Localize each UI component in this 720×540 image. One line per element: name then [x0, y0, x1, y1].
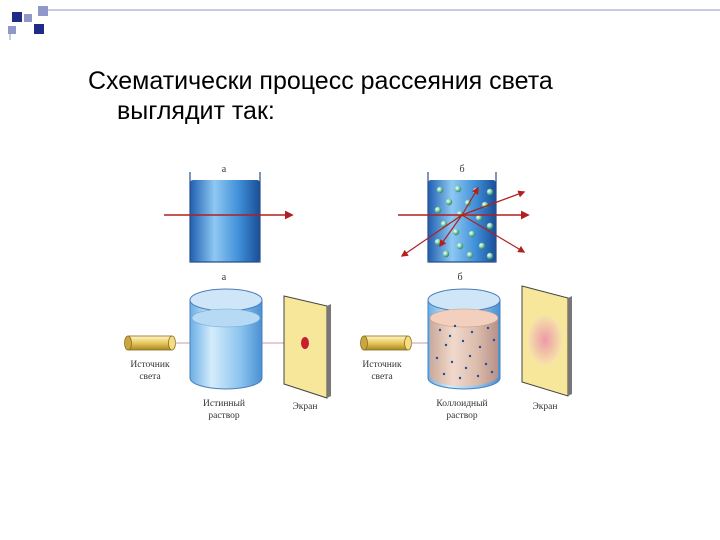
label-b-top: б — [459, 164, 464, 175]
setup-colloid-solution: б Источник света Коллоидный раствор Экра… — [360, 272, 572, 421]
source-caption-line1: Источник — [362, 360, 402, 370]
label-a-top: а — [222, 164, 227, 175]
light-source-tube — [127, 335, 173, 351]
liquid-surface — [191, 308, 261, 328]
corner-square-light — [38, 6, 48, 16]
screen-spot — [301, 337, 309, 349]
screen-edge — [568, 296, 572, 396]
left-screen-caption: Экран — [293, 402, 318, 412]
colloid-solution-caption-line1: Коллоидный — [436, 398, 487, 409]
beaker-liquid — [190, 180, 260, 262]
corner-square-dark — [12, 12, 22, 22]
corner-square-light — [8, 26, 16, 34]
corner-square-dark — [34, 24, 44, 34]
label-a-bottom: а — [222, 272, 227, 283]
light-source-tube — [363, 335, 409, 351]
slide-title: Схематически процесс рассеяния света выг… — [88, 66, 648, 126]
screen-diffuse-glow — [527, 314, 563, 366]
corner-decoration — [8, 6, 720, 40]
title-line-1: Схематически процесс рассеяния света — [88, 67, 553, 95]
scattered-rays — [398, 186, 530, 257]
true-solution-caption-line2: раствор — [208, 411, 240, 421]
label-b-bottom: б — [457, 272, 462, 283]
source-caption-line2: света — [139, 372, 161, 382]
setup-true-solution: а Источник света Истинный раствор Экран — [124, 272, 331, 421]
corner-square-light — [24, 14, 32, 22]
colloid-solution-caption-line2: раствор — [446, 411, 478, 421]
source-caption-line2: света — [371, 372, 393, 382]
true-solution-caption-line1: Истинный — [203, 398, 245, 409]
beaker-wall — [189, 172, 261, 263]
beaker-true-solution: а — [164, 164, 294, 263]
screen-edge — [327, 304, 331, 398]
beaker-colloid-solution: б — [398, 164, 530, 263]
liquid-surface — [429, 308, 499, 328]
colloid-liquid — [430, 318, 498, 386]
beaker-wall — [427, 172, 497, 263]
right-screen-caption: Экран — [533, 402, 558, 412]
source-caption-line1: Источник — [130, 360, 170, 370]
cylinder-rim — [189, 288, 263, 312]
title-line-2: выглядит так: — [117, 97, 275, 125]
cylinder-rim — [427, 288, 501, 312]
colloid-dots — [435, 324, 496, 380]
